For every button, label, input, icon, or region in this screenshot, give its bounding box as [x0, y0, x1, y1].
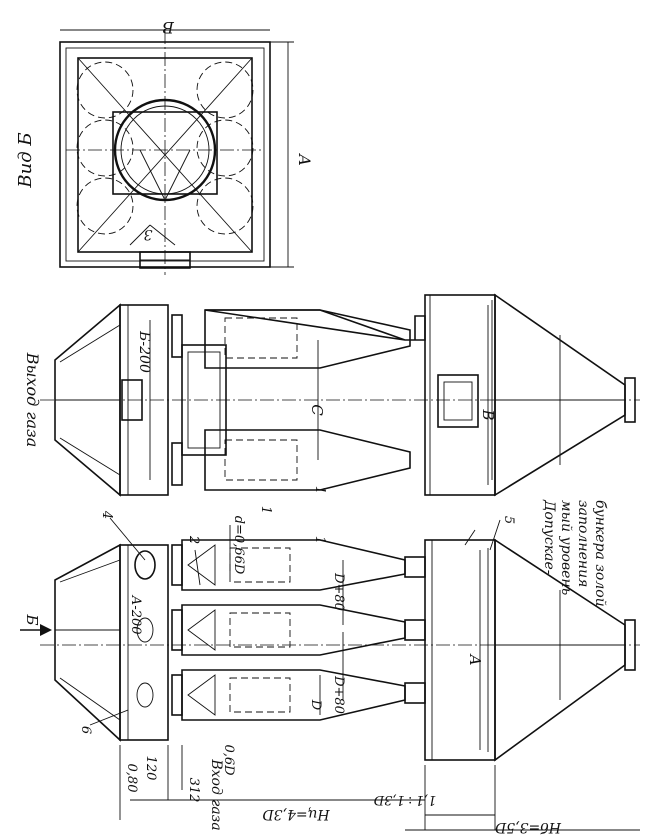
side-hopper-box	[424, 294, 496, 496]
view-b-dim-top-label: В	[162, 18, 175, 37]
front-callout-5: 5	[501, 516, 516, 524]
side-dim-c-label: С	[308, 404, 326, 416]
fill-level-note-line2: мый уровень	[558, 500, 574, 595]
front-dim-a-label: А	[466, 653, 484, 665]
front-dim-d80-upper-label: D+80	[331, 572, 346, 611]
side-callout-1b: 1	[258, 506, 273, 514]
side-cyclone-lower	[204, 429, 411, 491]
front-cyclone-3	[181, 669, 406, 721]
side-callout-1a: 1	[312, 486, 327, 494]
view-b-dim-side-label: А	[295, 153, 314, 166]
bottom-dim-mid-label: 1,1÷1,3D	[373, 792, 436, 807]
front-callout-4: 4	[99, 510, 114, 519]
front-view	[20, 517, 640, 831]
bottom-dim-hc-label: Hц=4,3D	[262, 806, 330, 822]
fill-level-note-line3: заполнения	[575, 500, 591, 587]
front-header-box	[119, 544, 169, 741]
side-dim-b-label: В	[479, 408, 497, 420]
view-b-cyclone-circle	[76, 177, 134, 235]
front-label-b: Б	[23, 613, 41, 625]
view-b-cyclone-circle	[196, 119, 254, 177]
front-hopper-box	[424, 539, 496, 761]
bottom-dim-hb-label: Hб=3,5D	[495, 819, 562, 835]
front-dim-a200-label: А-200	[128, 594, 143, 634]
front-dim-d80-lower-label: D+80	[331, 675, 346, 714]
view-b-cyclone-circle	[76, 61, 134, 119]
fill-level-note-line1: Допускае-	[541, 499, 557, 575]
front-cyclone-1	[181, 539, 406, 591]
view-b-cyclone-circle	[196, 61, 254, 119]
front-dim-080-label: 0,80	[124, 764, 139, 793]
front-gas-inlet-label: Вход газа	[208, 758, 224, 830]
fill-level-note: Допускае- мый уровень заполнения бункера…	[541, 499, 608, 607]
view-b-cyclone-circle	[76, 119, 134, 177]
front-dim-d-label: D	[308, 699, 323, 711]
side-dim-b200-label: Б-200	[136, 330, 152, 373]
view-b-cyclone-circle	[196, 177, 254, 235]
front-cyclone-2	[181, 604, 406, 656]
front-dim-d066-label: d=0,66D	[231, 516, 246, 575]
front-callout-6: 6	[78, 726, 93, 734]
view-b-callout-3: 3	[143, 226, 152, 242]
front-dim-312-label: 312	[186, 778, 201, 803]
side-gas-outlet-label: Выход газа	[23, 352, 42, 448]
front-callout-1: 1	[312, 536, 327, 544]
side-view	[40, 293, 640, 497]
front-dim-06d-label: 0,6D	[221, 744, 236, 776]
front-dim-120-label: 120	[143, 756, 158, 781]
view-b-title: Вид Б	[15, 132, 36, 188]
side-cyclone-upper	[204, 309, 411, 369]
view-b	[59, 29, 294, 275]
fill-level-note-line4: бункера золой	[592, 500, 608, 607]
front-top-cone	[54, 543, 121, 742]
view-b-arrow	[40, 624, 52, 636]
front-callout-2: 2	[186, 535, 201, 544]
